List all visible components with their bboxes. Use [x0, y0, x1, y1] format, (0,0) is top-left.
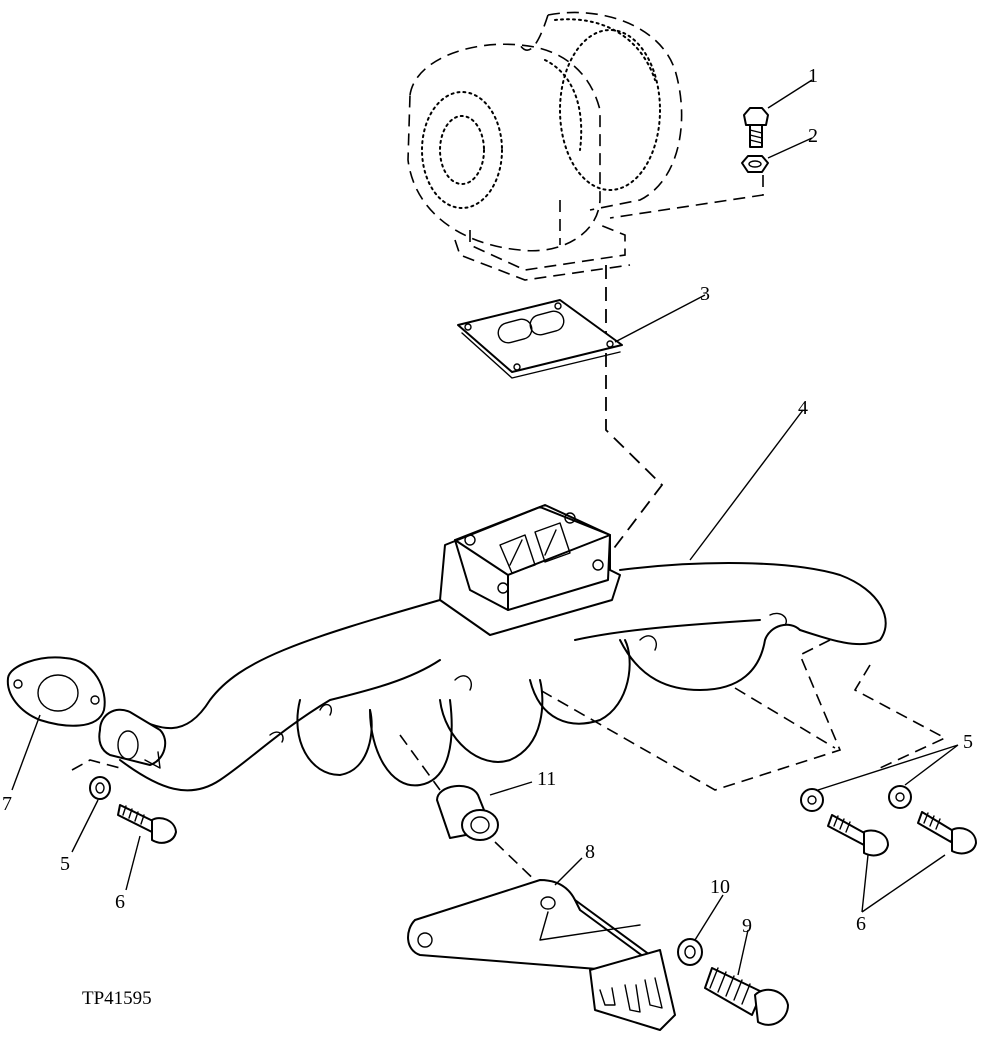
nut-alignment-line: [609, 175, 764, 219]
end-gasket-part-7: [6, 656, 106, 727]
callout-2: 2: [808, 125, 818, 147]
nut-part-2: [741, 155, 769, 173]
callout-9: 9: [742, 915, 752, 937]
callout-5-left: 5: [60, 853, 70, 875]
callout-4: 4: [798, 397, 808, 419]
cap-screw-part-9: [704, 967, 789, 1026]
callout-8: 8: [585, 841, 595, 863]
figure-code-label: TP41595: [82, 988, 152, 1009]
turbo-gasket-part-3: [457, 299, 623, 379]
left-fastener-alignment-line: [71, 759, 121, 771]
exhaust-manifold-part-4: [98, 504, 887, 792]
lock-washer-part-10: [677, 938, 703, 966]
callout-6-left: 6: [115, 891, 125, 913]
callout-1: 1: [808, 65, 818, 87]
callout-leaders: [11, 79, 959, 976]
right-fastener-alignment-lines: [539, 639, 947, 791]
callout-6-right: 6: [856, 913, 866, 935]
assembly-centerline: [604, 265, 664, 561]
cap-screw-part-6-middle: [827, 814, 889, 857]
spacer-part-11: [436, 784, 499, 841]
callout-3: 3: [700, 283, 710, 305]
cap-screw-part-1: [743, 107, 769, 148]
cap-screw-part-6-left: [117, 804, 177, 844]
callout-10: 10: [710, 876, 730, 898]
bracket-part-8: [407, 879, 676, 1031]
callout-7: 7: [2, 793, 12, 815]
callout-5-right: 5: [963, 731, 973, 753]
washer-part-5-right: [888, 785, 912, 809]
turbocharger-outline: [407, 11, 683, 281]
washer-part-5-left: [89, 776, 111, 800]
callout-11: 11: [537, 768, 556, 790]
washer-part-5-middle: [800, 788, 824, 812]
cap-screw-part-6-right: [917, 811, 977, 855]
